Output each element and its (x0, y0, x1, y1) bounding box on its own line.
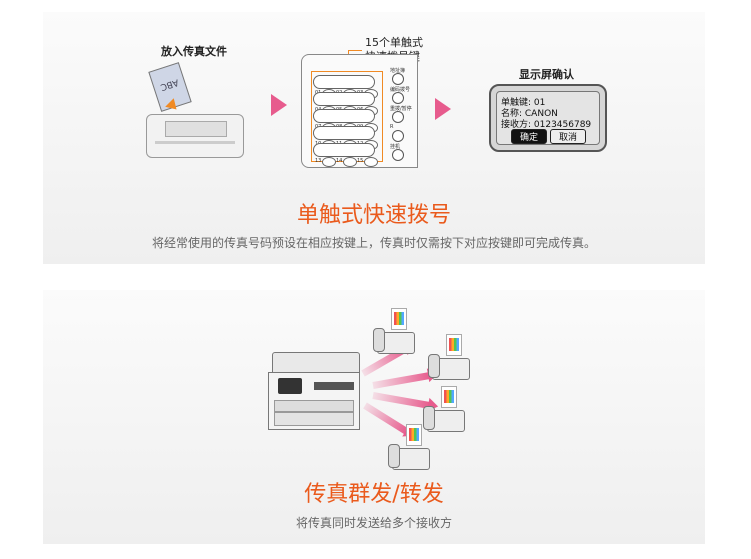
lcd-line-2: 名称: CANON (501, 109, 558, 119)
callout-line-1: 15个单触式 (365, 36, 423, 49)
step1-label: 放入传真文件 (161, 45, 227, 58)
one-touch-dial-panel: 放入传真文件 ABC 15个单触式 快速拨号键 0102030405060708… (43, 12, 705, 264)
one-touch-key-15 (364, 157, 378, 167)
keypad-row (313, 92, 375, 106)
side-key-label: R (390, 124, 394, 130)
keypad-row (313, 75, 375, 89)
keypad-row (313, 126, 375, 140)
side-key-button (392, 111, 404, 123)
side-key-label: 地址簿 (390, 68, 406, 74)
lcd-cancel-button: 取消 (550, 129, 586, 144)
side-key-label: 重拨/暂停 (390, 106, 412, 112)
keypad-row (313, 143, 375, 157)
side-key-button (392, 92, 404, 104)
panel1-title: 单触式快速拨号 (296, 203, 451, 228)
key-number-label: 13 (315, 158, 322, 164)
side-key-button (392, 130, 404, 142)
side-key-label: 编码拨号 (390, 87, 411, 93)
lcd-line-1: 单触键: 01 (501, 98, 546, 108)
key-number-label: 15 (357, 158, 364, 164)
multifunction-printer-illustration (268, 352, 360, 430)
side-key-button (392, 73, 404, 85)
receiver-fax-1 (373, 308, 417, 354)
key-number-label: 14 (336, 158, 343, 164)
one-touch-key-14 (343, 157, 357, 167)
step3-label: 显示屏确认 (519, 68, 574, 81)
lcd-display: 单触键: 01 名称: CANON 接收方: 0123456789 确定 取消 (489, 84, 607, 152)
fax-broadcast-panel: 传真群发/转发 将传真同时发送给多个接收方 (43, 290, 705, 544)
send-arrow-icon (372, 392, 431, 410)
receiver-fax-3 (423, 386, 467, 432)
fax-machine-illustration: ABC (146, 62, 244, 164)
fax-device-body (146, 114, 244, 158)
flow-arrow-icon (435, 98, 451, 120)
receiver-fax-4 (388, 424, 432, 470)
flow-arrow-icon (271, 94, 287, 116)
panel2-description: 将传真同时发送给多个接收方 (295, 516, 452, 530)
one-touch-key-13 (322, 157, 336, 167)
side-key-button (392, 149, 404, 161)
send-arrow-icon (363, 402, 410, 435)
panel1-description: 将经常使用的传真号码预设在相应按键上，传真时仅需按下对应按键即可完成传真。 (151, 236, 596, 250)
panel2-title: 传真群发/转发 (304, 482, 444, 507)
send-arrow-icon (372, 371, 431, 389)
keypad-row (313, 109, 375, 123)
lcd-ok-button: 确定 (511, 129, 547, 144)
document-text: ABC (158, 76, 180, 92)
receiver-fax-2 (428, 334, 472, 380)
lcd-line-3: 接收方: 0123456789 (501, 120, 592, 130)
side-key-label: 挂机 (390, 144, 401, 150)
one-touch-keypad: 010203040506070809101112131415 地址簿编码拨号重拨… (301, 54, 418, 168)
